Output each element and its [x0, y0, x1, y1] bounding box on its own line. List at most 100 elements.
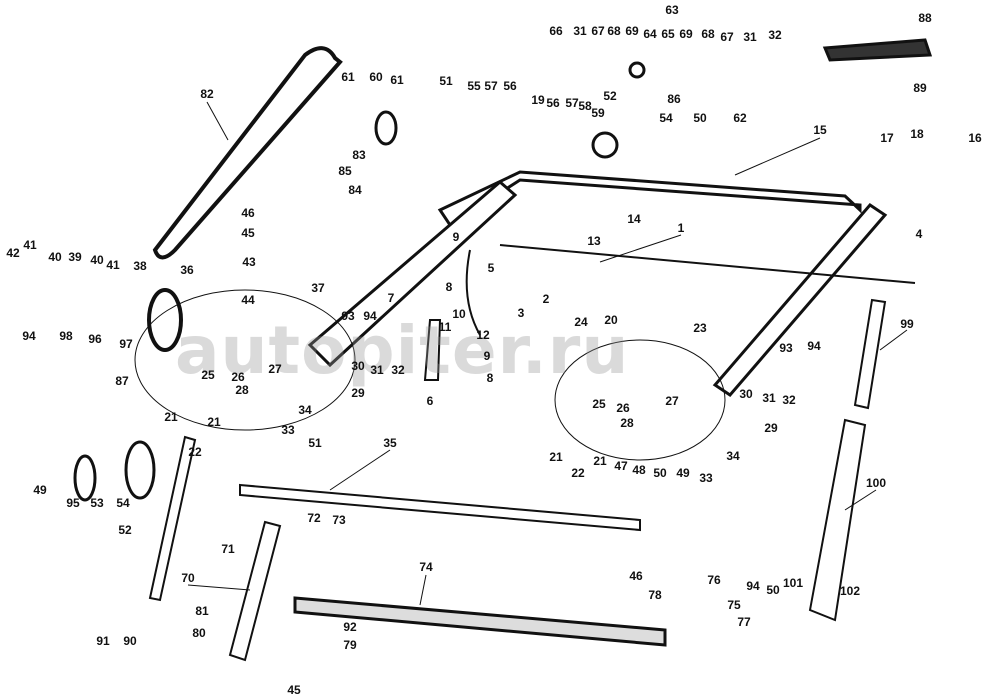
part-number-label: 84 [348, 183, 362, 197]
part-number-label: 45 [241, 226, 255, 240]
part-number-label: 59 [591, 106, 605, 120]
part-number-label: 21 [164, 410, 178, 424]
lever-100 [808, 418, 867, 622]
part-number-label: 1 [677, 221, 685, 235]
part-number-label: 30 [351, 359, 365, 373]
part-number-label: 31 [762, 391, 776, 405]
part-number-label: 52 [603, 89, 617, 103]
part-number-label: 51 [308, 436, 322, 450]
cylinder-6 [423, 319, 442, 381]
part-number-label: 31 [743, 30, 757, 44]
part-number-label: 27 [268, 362, 282, 376]
part-number-label: 26 [231, 370, 245, 384]
part-number-label: 10 [452, 307, 466, 321]
part-number-label: 95 [66, 496, 80, 510]
sprocket-64 [628, 61, 646, 79]
part-number-label: 15 [813, 123, 827, 137]
hose-12 [465, 249, 481, 336]
watermark: autopiter.ru [175, 312, 630, 389]
part-number-label: 30 [739, 387, 753, 401]
part-number-label: 54 [659, 111, 673, 125]
part-number-label: 67 [591, 24, 605, 38]
part-number-label: 57 [484, 79, 498, 93]
part-number-label: 68 [701, 27, 715, 41]
part-number-label: 94 [363, 309, 377, 323]
rod-1 [499, 244, 916, 284]
part-number-label: 102 [839, 584, 861, 598]
part-number-label: 32 [391, 363, 405, 377]
part-number-label: 7 [387, 291, 395, 305]
part-number-label: 69 [625, 24, 639, 38]
pulley-60 [374, 110, 398, 146]
part-number-label: 78 [648, 588, 662, 602]
part-number-label: 56 [546, 96, 560, 110]
part-number-label: 50 [693, 111, 707, 125]
part-number-label: 61 [341, 70, 355, 84]
part-number-label: 61 [390, 73, 404, 87]
part-number-label: 21 [207, 415, 221, 429]
bar-90 [148, 435, 197, 602]
part-number-label: 77 [737, 615, 751, 629]
handle-88 [822, 38, 933, 62]
part-number-label: 55 [467, 79, 481, 93]
part-number-label: 34 [726, 449, 740, 463]
part-number-label: 3 [517, 306, 525, 320]
part-number-label: 97 [119, 337, 133, 351]
part-number-label: 75 [727, 598, 741, 612]
part-number-label: 21 [549, 450, 563, 464]
part-number-label: 31 [573, 24, 587, 38]
pulley-38 [147, 288, 183, 352]
part-number-label: 21 [593, 454, 607, 468]
part-number-label: 17 [880, 131, 894, 145]
part-number-label: 96 [88, 332, 102, 346]
part-number-label: 44 [241, 293, 255, 307]
part-number-label: 8 [445, 280, 453, 294]
part-number-label: 98 [59, 329, 73, 343]
part-number-label: 94 [746, 579, 760, 593]
part-number-label: 38 [133, 259, 147, 273]
part-number-label: 22 [188, 445, 202, 459]
part-number-label: 22 [571, 466, 585, 480]
lever-99 [853, 298, 887, 410]
part-number-label: 62 [733, 111, 747, 125]
bar-70 [228, 520, 282, 662]
part-number-label: 19 [531, 93, 545, 107]
part-number-label: 73 [332, 513, 346, 527]
part-number-label: 49 [676, 466, 690, 480]
part-number-label: 49 [33, 483, 47, 497]
part-number-label: 36 [180, 263, 194, 277]
part-number-label: 26 [616, 401, 630, 415]
part-number-label: 53 [90, 496, 104, 510]
part-number-label: 46 [629, 569, 643, 583]
part-number-label: 4 [915, 227, 923, 241]
part-number-label: 87 [115, 374, 129, 388]
pulley-53 [73, 454, 97, 502]
part-number-label: 92 [343, 620, 357, 634]
part-number-label: 6 [426, 394, 434, 408]
part-number-label: 18 [910, 127, 924, 141]
part-number-label: 48 [632, 463, 646, 477]
part-number-label: 81 [195, 604, 209, 618]
part-number-label: 69 [679, 27, 693, 41]
part-number-label: 89 [913, 81, 927, 95]
part-number-label: 85 [338, 164, 352, 178]
part-number-label: 57 [565, 96, 579, 110]
part-number-label: 31 [370, 363, 384, 377]
part-number-label: 64 [643, 27, 657, 41]
part-number-label: 94 [22, 329, 36, 343]
part-number-label: 90 [123, 634, 137, 648]
part-number-label: 47 [614, 459, 628, 473]
part-number-label: 41 [23, 238, 37, 252]
part-number-label: 72 [307, 511, 321, 525]
part-number-label: 27 [665, 394, 679, 408]
part-number-label: 9 [483, 349, 491, 363]
part-number-label: 12 [476, 328, 490, 342]
part-number-label: 63 [665, 3, 679, 17]
part-number-label: 86 [667, 92, 681, 106]
part-number-label: 68 [607, 24, 621, 38]
part-number-label: 8 [486, 371, 494, 385]
part-number-label: 93 [779, 341, 793, 355]
part-number-label: 51 [439, 74, 453, 88]
part-number-label: 91 [96, 634, 110, 648]
